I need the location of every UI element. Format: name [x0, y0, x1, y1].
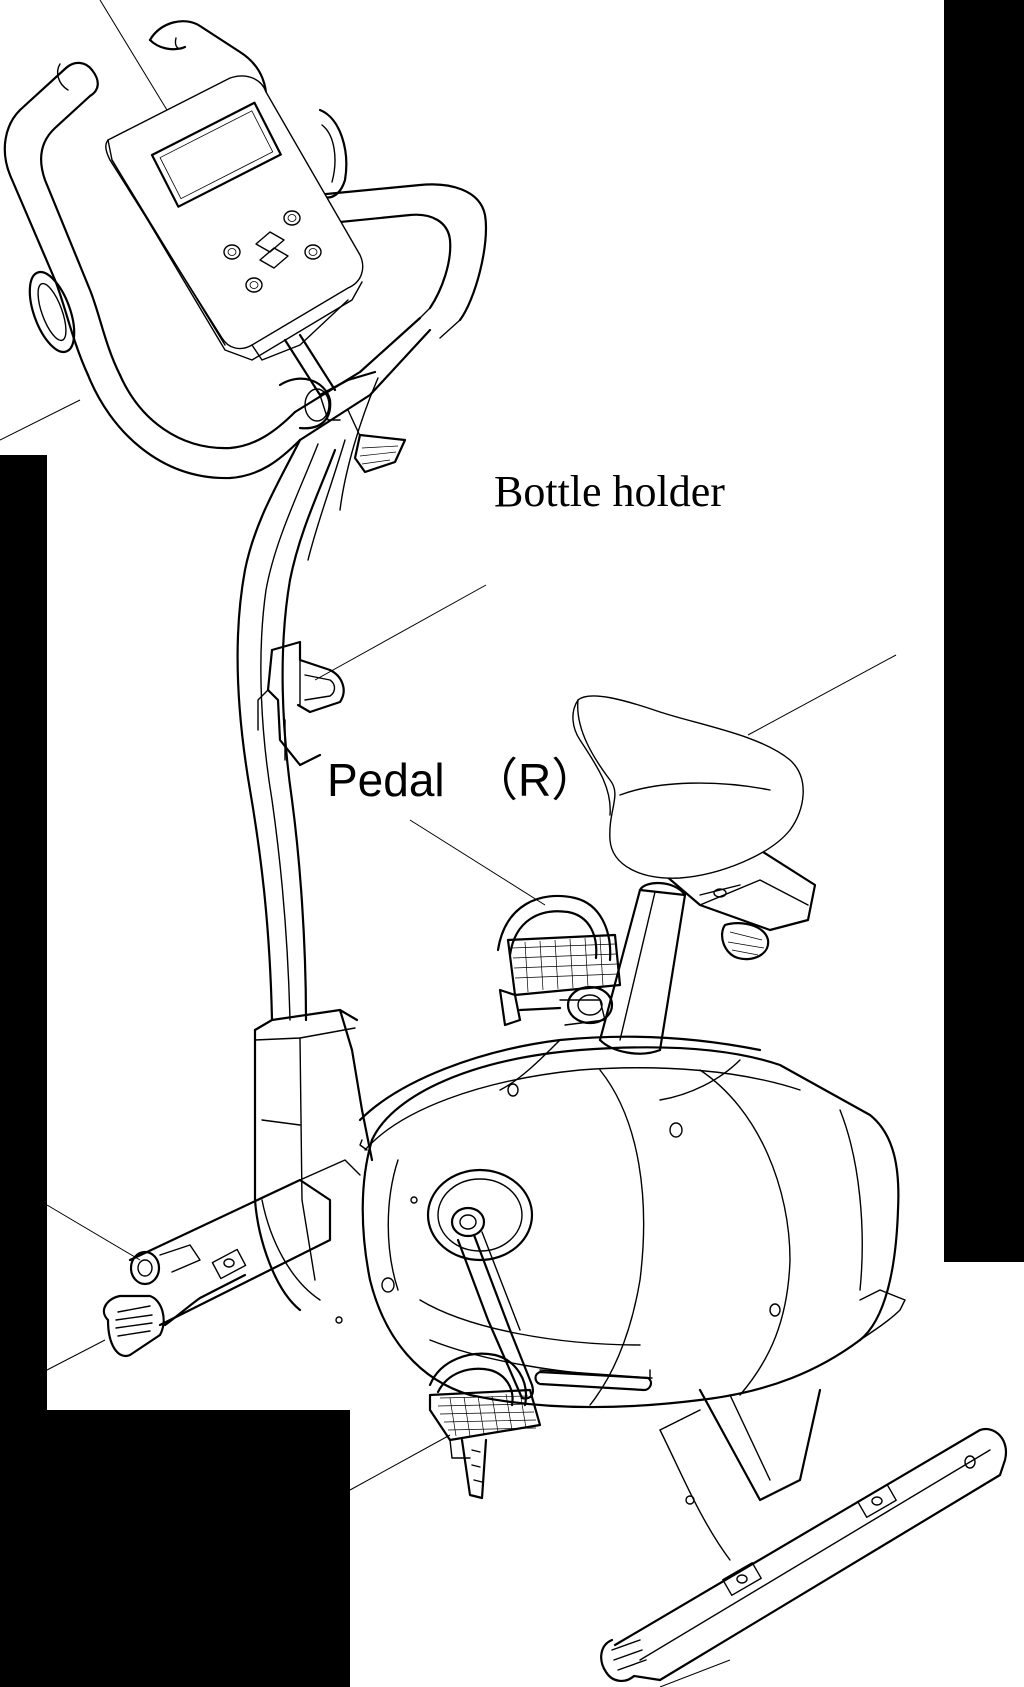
grip-sensor-left [28, 270, 76, 354]
mask-block-left [0, 455, 47, 1687]
pedal-left [496, 894, 622, 1027]
frame-shroud [335, 1035, 906, 1409]
console-display [150, 101, 282, 208]
console [105, 75, 364, 361]
console-button-1 [223, 244, 241, 260]
bottle-holder-label: Bottle holder [494, 467, 725, 516]
grip-sensor-right [318, 108, 348, 199]
pedal-label: Pedal [327, 754, 445, 806]
bottle-holder [257, 640, 345, 767]
seat [577, 695, 804, 879]
console-button-4 [304, 244, 322, 260]
mask-block-right [944, 0, 1024, 1262]
lower-mast-sleeve [253, 1008, 374, 1312]
leader-lines [0, 0, 897, 1687]
console-arrow-up [255, 231, 285, 253]
seat-knob [721, 922, 770, 961]
pedal-side-label: （R） [472, 754, 598, 806]
pedal-right [428, 1352, 542, 1500]
front-stabilizer [102, 1159, 361, 1358]
rear-stabilizer [600, 1388, 1008, 1682]
seat-assembly [572, 695, 817, 1055]
console-button-3 [245, 277, 263, 293]
mask-block-bottom-left [47, 1410, 350, 1687]
mast [236, 333, 407, 1022]
console-arrow-down [259, 247, 289, 269]
tension-knob [353, 433, 407, 474]
console-button-2 [283, 210, 301, 226]
handlebar [3, 20, 487, 480]
transport-wheel [129, 1250, 161, 1286]
